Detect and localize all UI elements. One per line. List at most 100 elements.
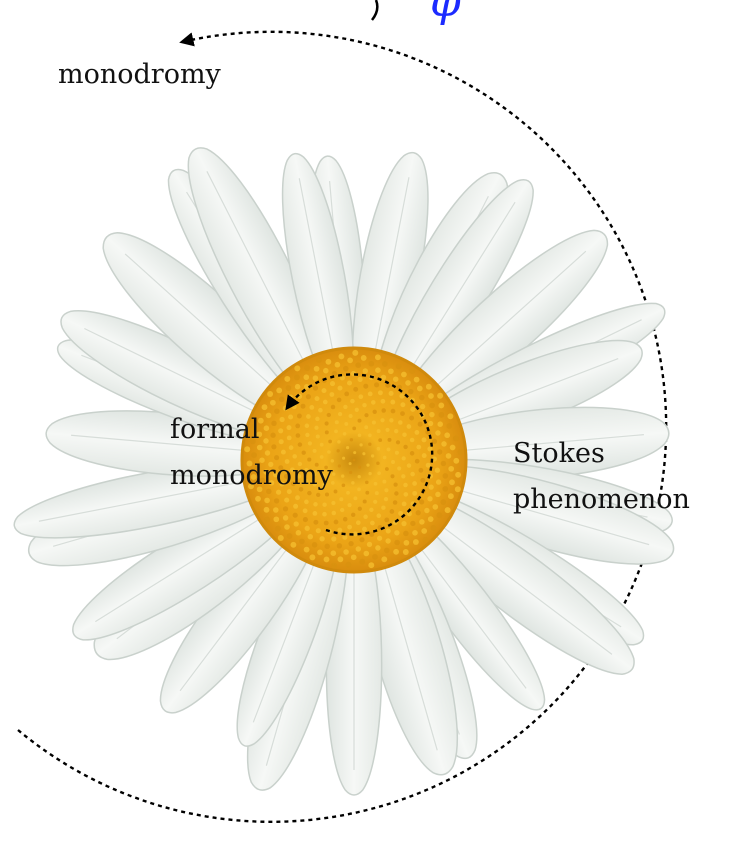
daisy-floret (403, 549, 409, 555)
daisy-floret (294, 521, 299, 526)
daisy-floret (393, 500, 398, 505)
daisy-floret (383, 456, 387, 460)
daisy-floret (358, 466, 361, 469)
daisy-floret (357, 488, 361, 492)
daisy-floret (375, 491, 379, 495)
daisy-floret (403, 531, 408, 536)
daisy-floret (257, 445, 263, 451)
daisy-floret (284, 498, 289, 503)
daisy-floret (327, 450, 331, 454)
daisy-floret (396, 440, 400, 444)
daisy-floret (312, 542, 318, 548)
daisy-floret (264, 507, 270, 513)
daisy-floret (377, 513, 382, 518)
daisy-floret (278, 535, 284, 541)
daisy-floret (419, 519, 425, 525)
daisy-floret (377, 536, 382, 541)
daisy-floret (426, 384, 432, 390)
daisy-floret (265, 450, 270, 455)
daisy-floret (325, 430, 329, 434)
daisy-floret (358, 394, 363, 399)
daisy-floret (422, 537, 428, 543)
daisy-floret (449, 479, 455, 485)
daisy-floret (332, 511, 336, 515)
daisy-floret (393, 482, 397, 486)
daisy-floret (335, 362, 341, 368)
daisy-floret (450, 445, 456, 451)
daisy-floret (351, 513, 355, 517)
daisy-floret (364, 413, 368, 417)
outer-monodromy-label: monodromy (58, 59, 222, 90)
daisy-floret (455, 486, 461, 492)
daisy-floret (279, 397, 285, 403)
daisy-floret (335, 420, 339, 424)
daisy-floret (244, 446, 250, 452)
daisy-floret (337, 398, 342, 403)
daisy-floret (422, 437, 427, 442)
daisy-floret (325, 492, 329, 496)
daisy-floret (321, 388, 326, 393)
daisy-floret (349, 462, 352, 465)
daisy-floret (390, 400, 395, 405)
daisy-floret (324, 521, 329, 526)
daisy-floret (428, 393, 434, 399)
daisy-floret (351, 554, 357, 560)
daisy-floret (342, 535, 347, 540)
daisy-floret (373, 410, 377, 414)
daisy-floret (313, 375, 318, 380)
daisy-floret (303, 374, 309, 380)
daisy-floret (278, 428, 283, 433)
daisy-floret (293, 504, 298, 509)
daisy-floret (341, 474, 344, 477)
daisy-floret (410, 438, 415, 443)
daisy-floret (328, 440, 332, 444)
daisy-floret (374, 482, 378, 486)
daisy-floret (433, 504, 439, 510)
daisy-floret (349, 471, 352, 474)
daisy-floret (294, 365, 300, 371)
daisy-floret (426, 463, 431, 468)
daisy-floret (375, 545, 381, 551)
daisy-floret (350, 399, 355, 404)
daisy-floret (309, 554, 315, 560)
daisy-floret (298, 442, 302, 446)
daisy-floret (398, 511, 403, 516)
daisy-floret (362, 452, 365, 455)
daisy-floret (338, 556, 344, 562)
formal-monodromy-label-line2: monodromy (170, 460, 334, 491)
daisy-floret (334, 430, 338, 434)
daisy-floret (283, 506, 288, 511)
daisy-floret (363, 384, 368, 389)
daisy-floret (399, 393, 404, 398)
daisy-floret (442, 486, 448, 492)
daisy-floret (363, 515, 368, 520)
daisy-floret (274, 498, 279, 503)
stokes-label-line2: phenomenon (513, 484, 690, 515)
daisy-floret (332, 371, 337, 376)
daisy-floret (316, 434, 320, 438)
daisy-floret (338, 464, 341, 467)
daisy-floret (308, 441, 312, 445)
daisy-floret (308, 534, 313, 539)
daisy-floret (358, 434, 362, 438)
daisy-floret (322, 503, 326, 507)
daisy-floret (344, 422, 348, 426)
daisy-floret (283, 515, 288, 520)
daisy-floret (444, 432, 450, 438)
daisy-floret (315, 396, 320, 401)
daisy-floret (372, 554, 378, 560)
daisy-floret (388, 438, 392, 442)
daisy-floret (400, 411, 405, 416)
daisy-floret (389, 391, 394, 396)
daisy-floret (393, 549, 399, 555)
daisy-floret (447, 413, 453, 419)
daisy-floret (393, 376, 399, 382)
daisy-floret (391, 409, 396, 414)
daisy-floret (358, 377, 363, 382)
stokes-label-line1: Stokes (513, 438, 605, 469)
daisy-floret (369, 532, 374, 537)
daisy-floret (453, 458, 459, 464)
daisy-floret (271, 444, 276, 449)
daisy-floret (284, 524, 290, 530)
